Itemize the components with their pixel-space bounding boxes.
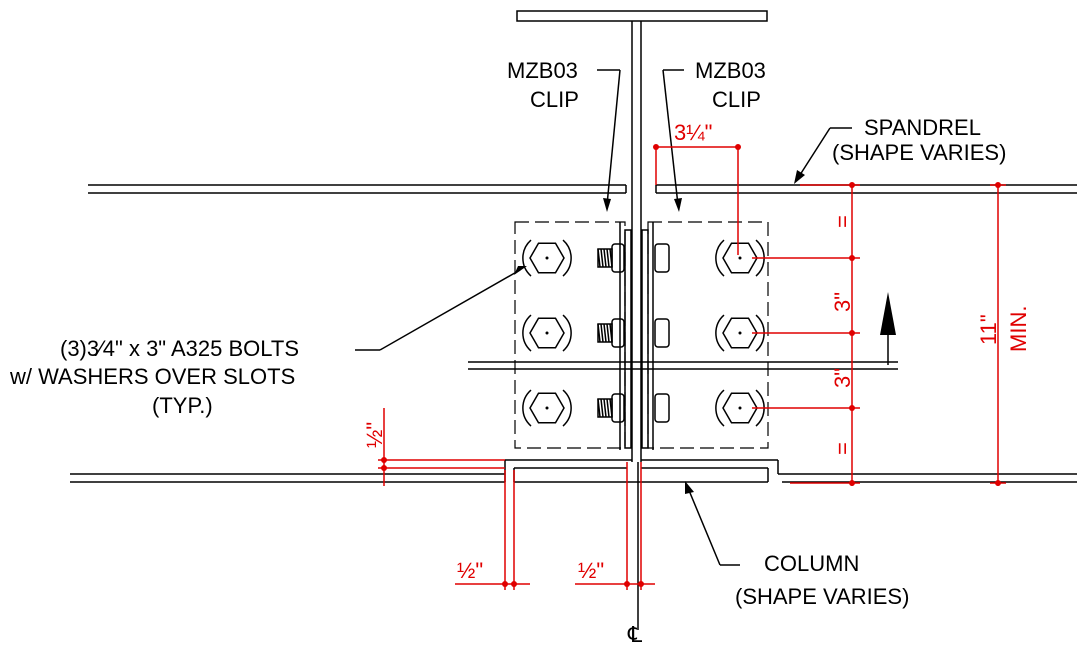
dim-bottom-left-text: ½" — [457, 558, 483, 583]
clip-right-plate — [641, 229, 649, 449]
spandrel-label-line1: SPANDREL — [864, 115, 981, 140]
leader-spandrel — [794, 127, 852, 184]
bolt-nut-left-1 — [597, 243, 625, 273]
dim-vertical-chain — [752, 182, 860, 486]
dim-equal-top-text: = — [830, 215, 855, 228]
direction-arrow — [880, 292, 896, 365]
dim-bottom-mid-text: ½" — [578, 558, 604, 583]
spandrel-member — [88, 184, 1077, 194]
clip-left-label-line2: CLIP — [530, 87, 579, 112]
bolt-nut-right-1 — [654, 243, 670, 273]
clip-right-label-line2: CLIP — [712, 87, 761, 112]
bolt-nut-right-3 — [654, 393, 670, 423]
bolt-head-left-3 — [522, 389, 572, 427]
bolt-nut-left-2 — [597, 318, 625, 348]
beam-top-flange — [516, 10, 768, 22]
dim-spacing-1-text: 3" — [830, 292, 855, 312]
dim-spacing-2-text: 3" — [830, 368, 855, 388]
bolts-label-line1: (3)3⁄4" x 3" A325 BOLTS — [60, 336, 299, 361]
clip-left-outline — [514, 221, 626, 449]
dim-equal-bottom-text: = — [830, 442, 855, 455]
bolts-label-line2: w/ WASHERS OVER SLOTS — [9, 364, 295, 389]
dim-bottom-mid — [575, 462, 655, 590]
bolt-nut-right-2 — [654, 318, 670, 348]
dim-vertical-gap — [378, 408, 505, 486]
bolt-head-left-2 — [522, 314, 572, 352]
leader-bolts — [355, 266, 527, 351]
bolt-head-left-1 — [522, 239, 572, 277]
clip-left-plate — [624, 229, 632, 449]
dim-top-edge — [653, 144, 741, 255]
dim-overall-note: MIN. — [1006, 306, 1031, 352]
leader-clip-right — [662, 69, 684, 212]
clip-right-label-line1: MZB03 — [695, 58, 766, 83]
bolts-label-line3: (TYP.) — [152, 393, 213, 418]
dim-overall — [990, 182, 1006, 486]
dim-bottom-left — [455, 470, 530, 590]
bolt-nut-left-3 — [597, 393, 625, 423]
dim-vertical-gap-text: ½" — [362, 422, 387, 448]
clip-left-label-line1: MZB03 — [507, 58, 578, 83]
dim-overall-text: 11" — [976, 314, 1001, 345]
spandrel-label-line2: (SHAPE VARIES) — [832, 140, 1006, 165]
column-label-line2: (SHAPE VARIES) — [735, 584, 909, 609]
column-label-line1: COLUMN — [764, 551, 859, 576]
centerline-symbol: ℄ — [627, 622, 643, 647]
leader-clip-left — [597, 69, 621, 212]
clip-right-outline — [647, 221, 769, 449]
leader-column — [685, 481, 740, 566]
column-member — [70, 459, 1077, 483]
dim-top-edge-text: 3¼" — [674, 120, 712, 145]
